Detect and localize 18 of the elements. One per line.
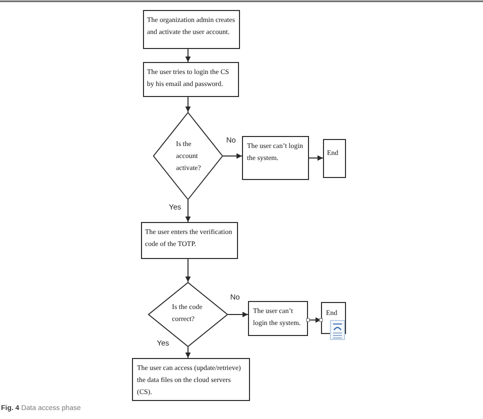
- process-box: [132, 358, 250, 401]
- end-box: [323, 139, 346, 178]
- arrow: [185, 258, 191, 282]
- arrow: [222, 153, 242, 159]
- process-box: [143, 10, 240, 49]
- arrow: [185, 48, 191, 62]
- decision-diamond: [153, 112, 223, 200]
- process-box: [248, 301, 308, 336]
- arrow: [308, 155, 324, 161]
- process-box: [242, 136, 309, 180]
- arrow: [185, 346, 191, 358]
- arrow: [185, 96, 191, 112]
- decision-diamond: [148, 282, 228, 347]
- arrow: [185, 200, 191, 222]
- process-box: [141, 222, 238, 259]
- process-box: [143, 62, 239, 97]
- arrow: [228, 312, 248, 318]
- arrow: [308, 317, 322, 323]
